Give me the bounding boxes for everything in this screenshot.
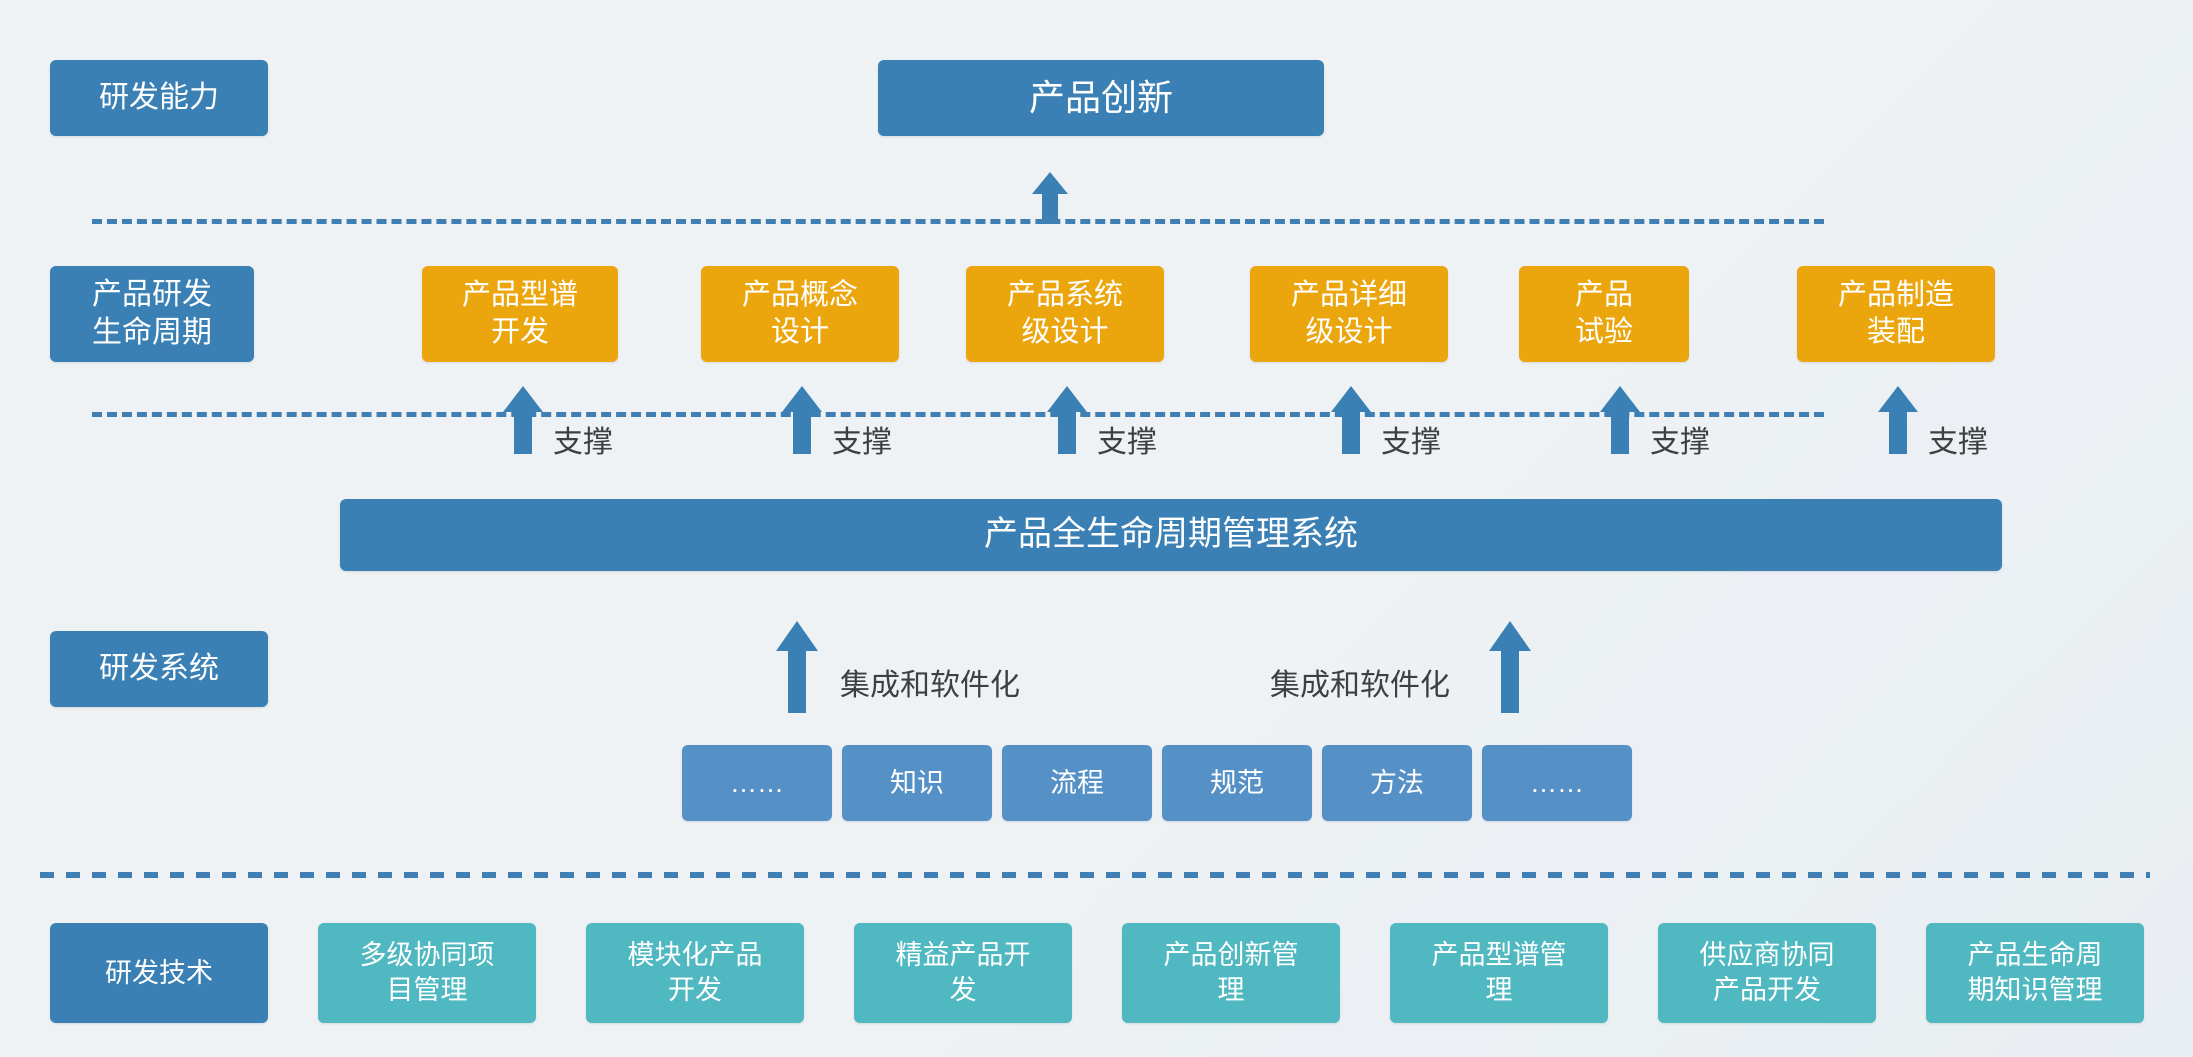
platform-box-plm-system: 产品全生命周期管理系统: [340, 499, 2002, 571]
support-arrow-6-icon: [1878, 386, 1918, 454]
system-chip-3: 流程: [1002, 745, 1152, 821]
row-label-lifecycle: 产品研发 生命周期: [50, 266, 254, 362]
outcome-box-product-innovation: 产品创新: [878, 60, 1324, 136]
lifecycle-stage-5: 产品 试验: [1519, 266, 1689, 362]
technology-item-4: 产品创新管 理: [1122, 923, 1340, 1023]
divider-lifecycle-system: [92, 412, 1824, 417]
integration-arrow-left-icon: [776, 621, 818, 713]
divider-capability-lifecycle: [92, 219, 1824, 224]
support-arrow-3-icon: [1047, 386, 1087, 454]
row-label-technology: 研发技术: [50, 923, 268, 1023]
technology-item-5: 产品型谱管 理: [1390, 923, 1608, 1023]
row-label-system: 研发系统: [50, 631, 268, 707]
system-chip-2: 知识: [842, 745, 992, 821]
lifecycle-stage-2: 产品概念 设计: [701, 266, 899, 362]
technology-item-1: 多级协同项 目管理: [318, 923, 536, 1023]
lifecycle-stage-4: 产品详细 级设计: [1250, 266, 1448, 362]
integration-arrow-right-icon: [1489, 621, 1531, 713]
technology-item-7: 产品生命周 期知识管理: [1926, 923, 2144, 1023]
system-chip-6: ……: [1482, 745, 1632, 821]
divider-system-technology: [40, 872, 2150, 878]
support-arrow-1-label: 支撑: [553, 426, 613, 459]
lifecycle-stage-3: 产品系统 级设计: [966, 266, 1164, 362]
integration-arrow-left-label: 集成和软件化: [840, 669, 1020, 702]
support-arrow-4-label: 支撑: [1381, 426, 1441, 459]
support-arrow-5-icon: [1600, 386, 1640, 454]
technology-item-2: 模块化产品 开发: [586, 923, 804, 1023]
technology-item-6: 供应商协同 产品开发: [1658, 923, 1876, 1023]
support-arrow-2-label: 支撑: [832, 426, 892, 459]
system-chip-1: ……: [682, 745, 832, 821]
lifecycle-stage-1: 产品型谱 开发: [422, 266, 618, 362]
integration-arrow-right-label: 集成和软件化: [1270, 669, 1450, 702]
support-arrow-3-label: 支撑: [1097, 426, 1157, 459]
support-arrow-1-icon: [503, 386, 543, 454]
lifecycle-stage-6: 产品制造 装配: [1797, 266, 1995, 362]
technology-item-3: 精益产品开 发: [854, 923, 1072, 1023]
support-arrow-6-label: 支撑: [1928, 426, 1988, 459]
system-chip-5: 方法: [1322, 745, 1472, 821]
system-chip-4: 规范: [1162, 745, 1312, 821]
support-arrow-2-icon: [782, 386, 822, 454]
support-arrow-5-label: 支撑: [1650, 426, 1710, 459]
arrow-up-to-outcome-icon: [1032, 172, 1068, 224]
support-arrow-4-icon: [1331, 386, 1371, 454]
row-label-capability: 研发能力: [50, 60, 268, 136]
